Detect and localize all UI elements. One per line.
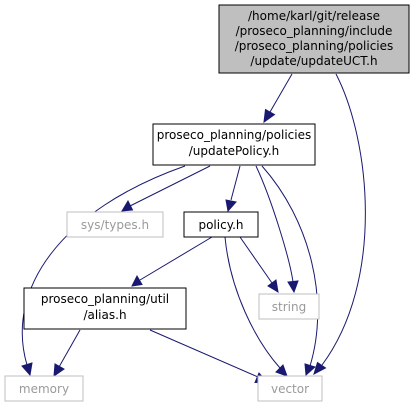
node-policy-h[interactable]: policy.h: [183, 211, 259, 238]
edge-update-policy-to-sys-types: [121, 165, 211, 212]
node-string[interactable]: string: [258, 293, 320, 320]
node-label-line: vector: [271, 382, 309, 396]
node-label-line: proseco_planning/util: [41, 292, 169, 306]
node-label-line: /updatePolicy.h: [189, 144, 280, 158]
edge-root-to-vector: [313, 73, 366, 375]
edge-update-policy-to-policy: [225, 165, 241, 213]
edge-policy-to-alias: [131, 236, 213, 287]
node-vector[interactable]: vector: [257, 375, 323, 402]
node-label-line: sys/types.h: [81, 218, 149, 232]
edge-update-policy-to-memory: [21, 165, 186, 377]
edge-policy-to-string: [239, 236, 279, 293]
node-update-uct-h[interactable]: /home/karl/git/release /proseco_planning…: [218, 4, 410, 74]
node-memory[interactable]: memory: [4, 375, 84, 402]
node-label-line: /proseco_planning/include: [236, 24, 393, 38]
node-label-line: /alias.h: [83, 308, 126, 322]
node-label-line: policy.h: [198, 218, 243, 232]
node-alias-h[interactable]: proseco_planning/util /alias.h: [23, 287, 187, 330]
node-label-line: proseco_planning/policies: [157, 128, 312, 142]
edge-update-policy-to-vector: [261, 165, 319, 377]
edge-alias-to-vector: [149, 329, 269, 384]
node-label-line: /update/updateUCT.h: [250, 54, 377, 68]
node-label-line: string: [272, 300, 306, 314]
node-label-line: /proseco_planning/policies: [235, 39, 394, 53]
node-label-line: memory: [19, 382, 69, 396]
node-sys-types-h[interactable]: sys/types.h: [66, 211, 164, 238]
edge-root-to-update-policy: [263, 73, 293, 124]
node-label-line: /home/karl/git/release: [248, 9, 380, 23]
edge-update-policy-to-string: [255, 165, 299, 294]
edge-policy-to-vector: [224, 236, 288, 377]
edge-alias-to-memory: [53, 329, 81, 378]
node-update-policy-h[interactable]: proseco_planning/policies /updatePolicy.…: [152, 123, 316, 166]
